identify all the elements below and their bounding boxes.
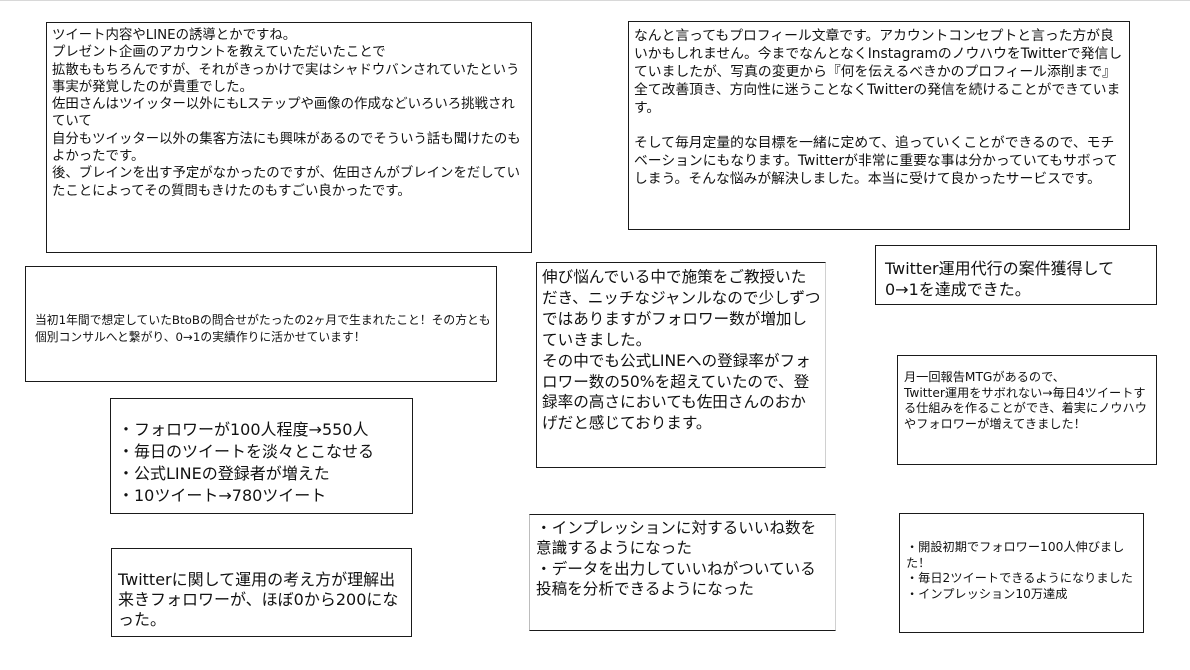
testimonial-text: 当初1年間で想定していたBtoBの問合せがたったの2ヶ月で生まれたこと！その方と… [35, 313, 491, 344]
testimonial-card: Twitterに関して運用の考え方が理解出来きフォロワーが、ほぼ0から200にな… [111, 548, 412, 637]
testimonial-card: Twitter運用代行の案件獲得して 0→1を達成できた。 [875, 245, 1157, 305]
testimonial-text: 伸び悩んでいる中で施策をご教授いただき、ニッチなジャンルなので少しずつではありま… [542, 268, 821, 433]
testimonial-card: ・開設初期でフォロワー100人伸びました！ ・毎日2ツイートできるようになりまし… [899, 513, 1144, 633]
testimonial-card: ・インプレッションに対するいいね数を意識するようになった ・データを出力していい… [529, 514, 836, 631]
testimonial-card: ・フォロワーが100人程度→550人 ・毎日のツイートを淡々とこなせる ・公式L… [110, 398, 413, 514]
testimonial-card: ツイート内容やLINEの誘導とかですね。 プレゼント企画のアカウントを教えていた… [46, 22, 532, 253]
top-divider [0, 0, 1190, 1]
testimonial-card: 伸び悩んでいる中で施策をご教授いただき、ニッチなジャンルなので少しずつではありま… [536, 262, 826, 468]
testimonial-text: ・フォロワーが100人程度→550人 ・毎日のツイートを淡々とこなせる ・公式L… [118, 420, 375, 505]
testimonial-text: 月一回報告MTGがあるので、 Twitter運用をサボれない→毎日4ツイートする… [904, 370, 1147, 431]
testimonial-text: ツイート内容やLINEの誘導とかですね。 プレゼント企画のアカウントを教えていた… [52, 28, 521, 199]
testimonial-text: ・インプレッションに対するいいね数を意識するようになった ・データを出力していい… [536, 519, 817, 599]
testimonial-text: なんと言ってもプロフィール文章です。アカウントコンセプトと言った方が良いかもしれ… [634, 28, 1123, 188]
testimonial-text: Twitter運用代行の案件獲得して 0→1を達成できた。 [885, 259, 1115, 299]
testimonial-card: 当初1年間で想定していたBtoBの問合せがたったの2ヶ月で生まれたこと！その方と… [25, 266, 497, 382]
testimonial-card: なんと言ってもプロフィール文章です。アカウントコンセプトと言った方が良いかもしれ… [628, 21, 1130, 230]
testimonial-text: Twitterに関して運用の考え方が理解出来きフォロワーが、ほぼ0から200にな… [118, 570, 399, 629]
testimonial-card: 月一回報告MTGがあるので、 Twitter運用をサボれない→毎日4ツイートする… [897, 355, 1157, 465]
testimonial-text: ・開設初期でフォロワー100人伸びました！ ・毎日2ツイートできるようになりまし… [906, 540, 1133, 602]
